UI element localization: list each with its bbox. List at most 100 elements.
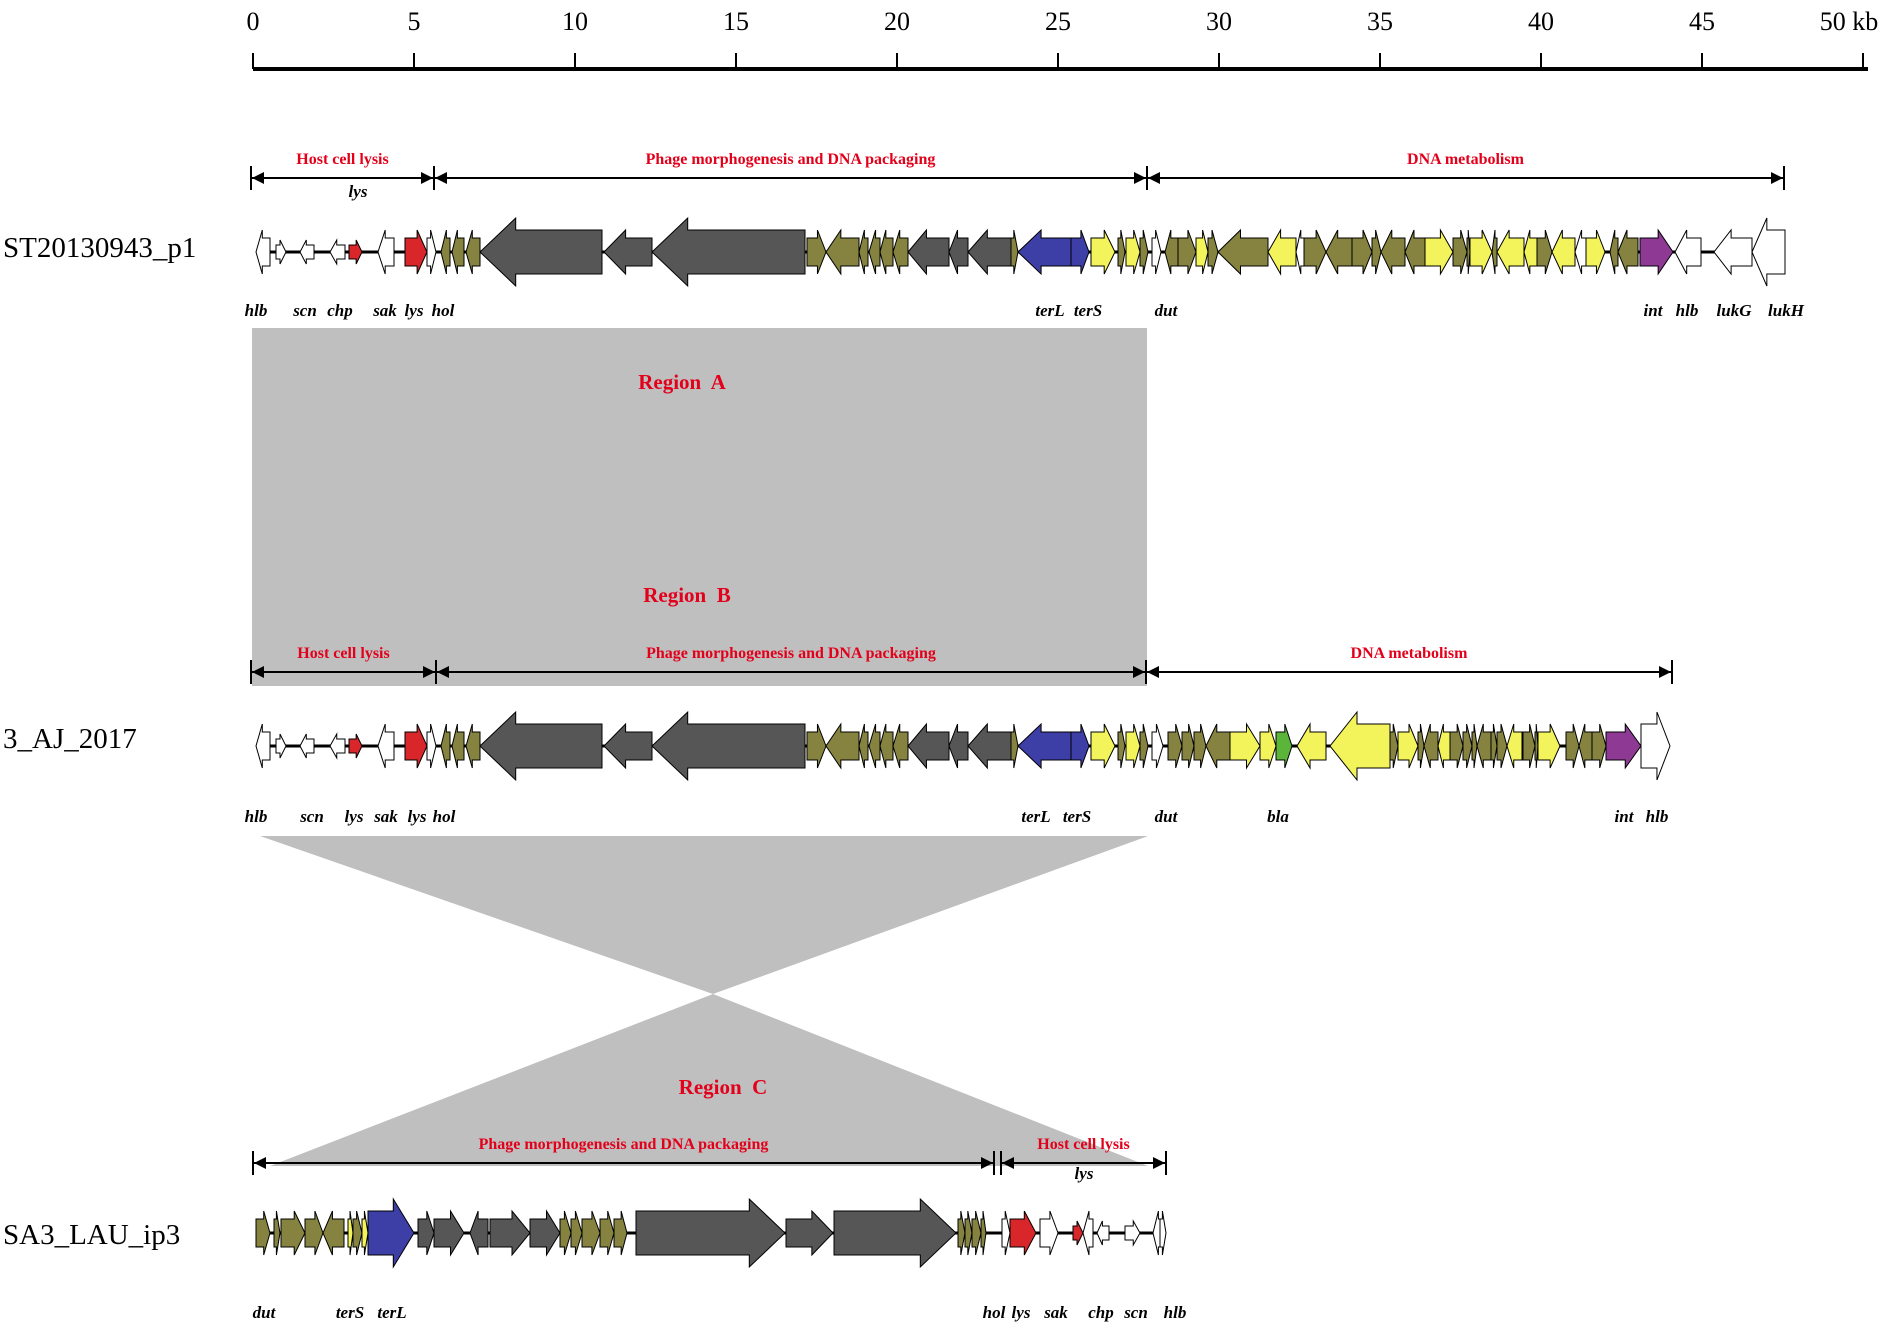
gene-arrow	[559, 1210, 572, 1256]
gene-arrow	[879, 723, 894, 769]
gene-arrow	[1462, 723, 1473, 769]
gene-label: scn	[292, 301, 317, 320]
gene-arrow	[1452, 229, 1468, 275]
region-b-label: Region B	[643, 583, 731, 607]
gene-arrow	[1423, 723, 1439, 769]
gene-arrow	[465, 229, 481, 275]
gene-label: lukH	[1768, 301, 1805, 320]
module-arrowhead	[1133, 666, 1145, 678]
gene-arrow	[1371, 229, 1382, 275]
module-arrowhead	[423, 666, 435, 678]
gene-arrow	[1449, 723, 1464, 769]
gene-arrow	[426, 723, 437, 769]
gene-label: bla	[1267, 807, 1289, 826]
module-arrowhead	[981, 1157, 993, 1169]
gene-arrow	[1325, 229, 1353, 275]
gene-arrow	[1424, 228, 1454, 276]
gene-arrow	[1537, 723, 1561, 769]
gene-arrow	[1124, 1219, 1141, 1247]
gene-arrow	[1469, 229, 1493, 275]
gene-arrow	[377, 723, 395, 769]
gene-arrow	[1496, 723, 1508, 769]
gene-arrow	[1096, 1220, 1110, 1246]
gene-arrow	[957, 1210, 966, 1256]
gene-arrow	[469, 1210, 489, 1256]
gene-arrow	[1585, 229, 1606, 275]
gene-arrow	[1151, 229, 1162, 275]
gene-arrow	[299, 239, 315, 265]
gene-arrow	[1404, 229, 1426, 275]
gene-arrow	[255, 229, 271, 275]
gene-label: hlb	[1164, 1303, 1187, 1322]
gene-arrow	[833, 1197, 957, 1269]
gene-arrow	[352, 1210, 363, 1256]
gene-arrow	[1070, 723, 1090, 769]
scale-tick-label: 15	[723, 7, 749, 36]
region-c-crossing-upper	[260, 836, 1148, 994]
gene-arrow	[280, 1210, 306, 1256]
gene-arrow	[1195, 229, 1209, 275]
gene-label: terS	[336, 1303, 364, 1322]
gene-arrow	[1713, 228, 1753, 276]
gene-arrow	[879, 229, 894, 275]
gene-arrow	[1151, 723, 1164, 769]
gene-arrow	[377, 229, 395, 275]
gene-arrow	[603, 722, 653, 770]
gene-arrow	[433, 1209, 465, 1257]
gene-arrow	[367, 1197, 415, 1269]
gene-arrow	[825, 228, 860, 276]
gene-arrow	[651, 216, 806, 288]
gene-arrow	[868, 229, 881, 275]
gene-arrow	[1139, 723, 1149, 769]
gene-arrow	[599, 1210, 615, 1256]
gene-arrow	[1090, 229, 1116, 275]
gene-arrow	[1522, 723, 1536, 769]
gene-arrow	[451, 723, 465, 769]
gene-arrow	[1674, 229, 1702, 275]
module-label: Phage morphogenesis and DNA packaging	[646, 151, 936, 168]
module-arrowhead	[421, 172, 433, 184]
gene-arrow	[299, 733, 315, 759]
gene-arrow	[1380, 229, 1406, 275]
gene-arrow	[1296, 722, 1327, 770]
gene-arrow	[1010, 229, 1019, 275]
gene-label: dut	[1155, 301, 1179, 320]
genome-track-st20130943-p1: Host cell lysis Phage morphogenesis and D…	[245, 151, 1805, 320]
gene-top-label: lys	[1075, 1164, 1094, 1183]
gene-label: dut	[253, 1303, 277, 1322]
module-arrowhead	[254, 1157, 266, 1169]
gene-arrow	[273, 1210, 281, 1256]
gene-label: hlb	[1676, 301, 1699, 320]
gene-label: terL	[1035, 301, 1064, 320]
gene-arrow	[964, 1210, 973, 1256]
gene-arrow	[1471, 723, 1478, 769]
gene-arrow	[1117, 723, 1126, 769]
gene-label: terS	[1063, 807, 1091, 826]
gene-arrow	[1506, 723, 1523, 769]
gene-arrow	[322, 1210, 345, 1256]
gene-arrow	[275, 239, 287, 265]
genome-name-sa3-lau-ip3: SA3_LAU_ip3	[3, 1219, 180, 1251]
gene-label: sak	[372, 301, 397, 320]
gene-arrow	[1490, 723, 1498, 769]
gene-label: scn	[299, 807, 324, 826]
gene-arrow	[1017, 228, 1072, 276]
gene-arrow	[1351, 229, 1373, 275]
gene-arrow	[1617, 229, 1639, 275]
gene-arrow	[1125, 723, 1141, 769]
gene-arrow	[348, 239, 363, 265]
gene-arrow	[1565, 723, 1580, 769]
module-label: Phage morphogenesis and DNA packaging	[479, 1136, 769, 1153]
gene-label: lys	[1012, 1303, 1031, 1322]
gene-arrow	[581, 1210, 601, 1256]
module-arrowhead	[1147, 666, 1159, 678]
scale-tick-label: 30	[1206, 7, 1232, 36]
gene-arrow	[440, 229, 451, 275]
gene-label: lukG	[1717, 301, 1753, 320]
gene-arrow	[329, 732, 346, 760]
module-arrowhead	[252, 172, 264, 184]
module-label: Host cell lysis	[296, 151, 388, 168]
gene-label: hol	[432, 301, 455, 320]
gene-arrow	[1017, 722, 1072, 770]
